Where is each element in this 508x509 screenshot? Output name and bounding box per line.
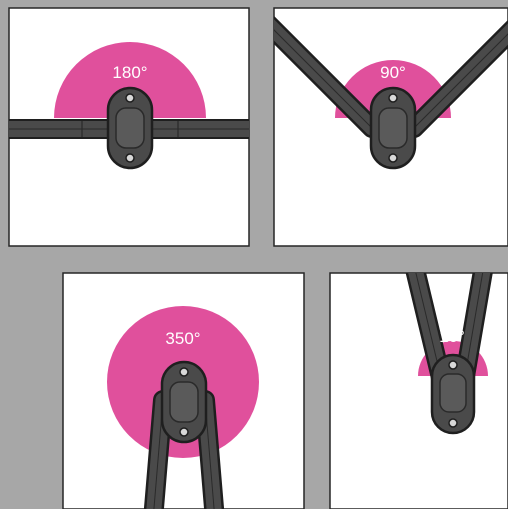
monitor-arm-joint-icon — [430, 353, 476, 435]
panel-350-degrees: 350° — [62, 272, 305, 509]
arm-right — [404, 19, 508, 138]
arm-left — [274, 15, 382, 138]
rotation-sector — [54, 42, 206, 118]
angle-label: 90° — [380, 63, 406, 82]
monitor-arm-joint-icon — [106, 86, 154, 170]
angle-label: 180° — [112, 63, 147, 82]
panel-180-degrees: 180° — [8, 7, 250, 247]
panel-90-degrees: 90° — [273, 7, 508, 247]
arm-right — [144, 119, 249, 139]
monitor-arm-joint-icon — [160, 360, 208, 444]
angle-label: 10° — [439, 327, 465, 346]
panel-10-degrees: 10° — [329, 272, 508, 509]
monitor-arm-joint-icon — [369, 86, 417, 170]
arm-left — [9, 119, 116, 139]
angle-label: 350° — [165, 329, 200, 348]
